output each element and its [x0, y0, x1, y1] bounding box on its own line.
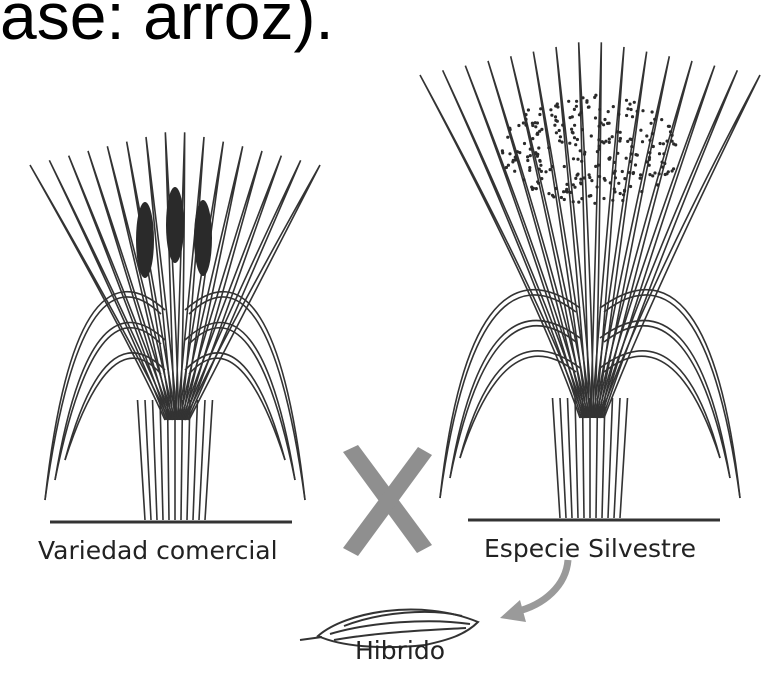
wild-rice-plant: [420, 42, 760, 518]
multiplication-x-icon: [343, 445, 432, 556]
label-hybrid: Hibrido: [355, 636, 445, 665]
commercial-rice-plant: [30, 132, 320, 520]
label-wild-species: Especie Silvestre: [484, 534, 696, 563]
label-commercial-variety: Variedad comercial: [38, 536, 278, 565]
curved-arrow-icon: [500, 560, 568, 622]
